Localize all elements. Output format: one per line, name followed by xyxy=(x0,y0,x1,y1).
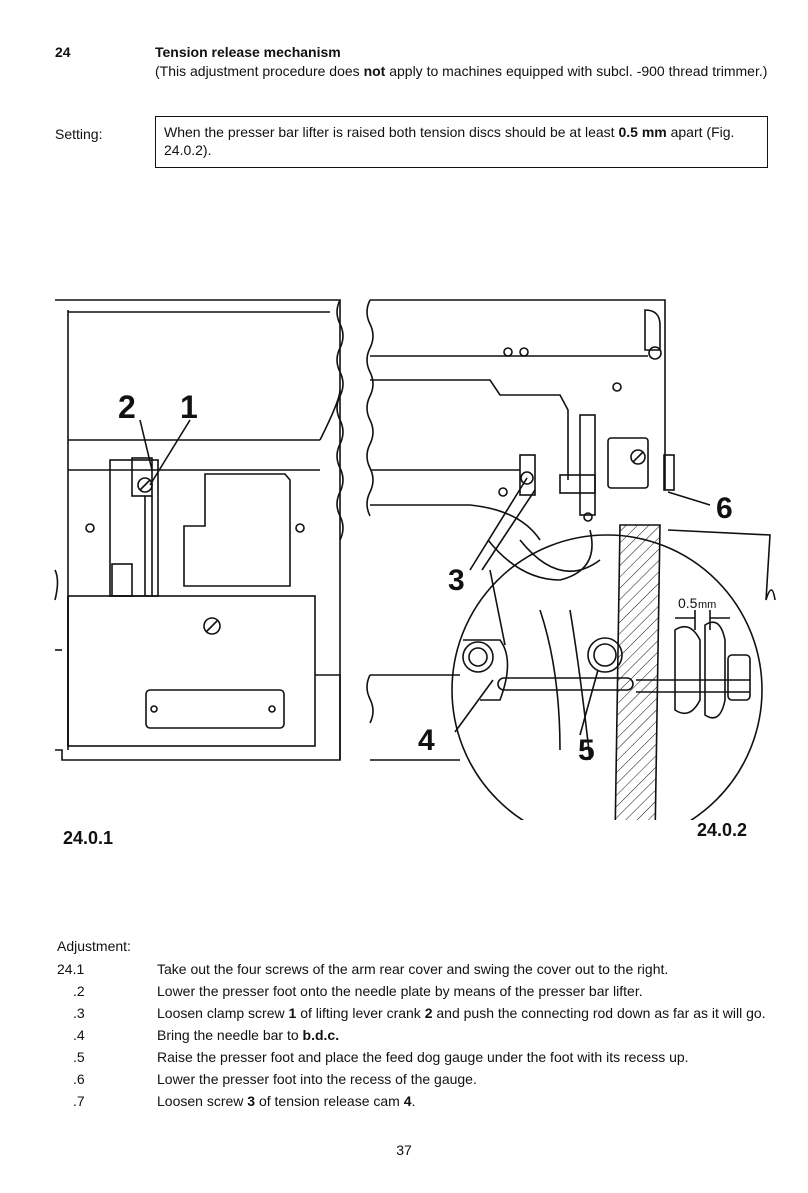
callout-3: 3 xyxy=(448,564,465,597)
step-text: Raise the presser foot and place the fee… xyxy=(157,1049,689,1065)
figure-illustrations: 2 1 3 4 5 6 0.5 mm xyxy=(54,299,776,820)
callout-1: 1 xyxy=(180,389,198,425)
step-text: Loosen screw 3 of tension release cam 4. xyxy=(157,1093,416,1109)
callout-2: 2 xyxy=(118,389,136,425)
adjustment-label: Adjustment: xyxy=(57,938,131,954)
step-4: .4 Bring the needle bar to b.d.c. xyxy=(57,1026,772,1044)
section-note: (This adjustment procedure does not appl… xyxy=(155,63,768,79)
step-text: Lower the presser foot into the recess o… xyxy=(157,1071,477,1087)
step-number: .6 xyxy=(73,1071,85,1087)
figure-label-24-0-1: 24.0.1 xyxy=(63,828,114,848)
step-number: .7 xyxy=(73,1093,85,1109)
step-number: .5 xyxy=(73,1049,85,1065)
step-3: .3 Loosen clamp screw 1 of lifting lever… xyxy=(57,1004,772,1022)
gap-value: 0.5 xyxy=(678,595,698,611)
step-text: Bring the needle bar to b.d.c. xyxy=(157,1027,340,1043)
step-number: .3 xyxy=(73,1005,85,1021)
setting-label: Setting: xyxy=(55,126,103,142)
step-number: .4 xyxy=(73,1027,85,1043)
setting-box: When the presser bar lifter is raised bo… xyxy=(155,116,768,168)
step-5: .5 Raise the presser foot and place the … xyxy=(57,1048,772,1066)
gap-unit: mm xyxy=(698,599,716,611)
step-text: Loosen clamp screw 1 of lifting lever cr… xyxy=(157,1005,766,1021)
figure-label-24-0-2: 24.0.2 xyxy=(697,820,748,840)
step-6: .6 Lower the presser foot into the reces… xyxy=(57,1070,772,1088)
section-number: 24 xyxy=(55,44,71,60)
step-text: Lower the presser foot onto the needle p… xyxy=(157,983,643,999)
step-text: Take out the four screws of the arm rear… xyxy=(157,961,669,977)
callout-5: 5 xyxy=(578,734,595,767)
page-number: 37 xyxy=(396,1142,412,1158)
callout-6: 6 xyxy=(716,492,733,525)
step-7: .7 Loosen screw 3 of tension release cam… xyxy=(57,1092,772,1110)
step-number: .2 xyxy=(73,983,85,999)
figure-24-0-1-drawing xyxy=(54,299,344,761)
callout-4: 4 xyxy=(418,724,435,757)
step-2: .2 Lower the presser foot onto the needl… xyxy=(57,982,772,1000)
step-number: 24.1 xyxy=(57,961,85,977)
figure-24-0-2-drawing xyxy=(366,299,776,820)
step-24-1: 24.1 Take out the four screws of the arm… xyxy=(57,960,772,978)
adjustment-steps: 24.1 Take out the four screws of the arm… xyxy=(57,960,772,1114)
section-title: Tension release mechanism xyxy=(155,44,341,60)
